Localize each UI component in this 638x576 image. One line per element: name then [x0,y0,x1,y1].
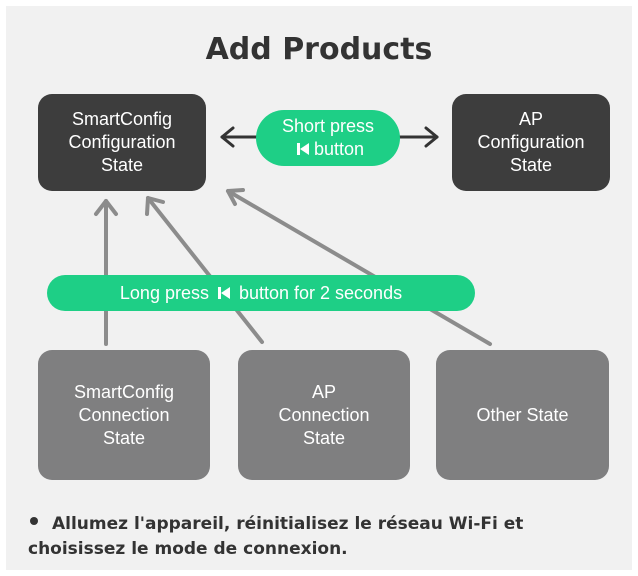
arrow-other-to-config [226,189,492,346]
long-press-text-before: Long press [119,282,209,303]
arrowhead-other [226,188,245,206]
state-label: SmartConfig Connection State [73,381,175,448]
note-text: Allumez l'appareil, réinitialisez le rés… [28,512,588,562]
state-ap-connection: AP Connection State [238,350,410,480]
short-press-line1: Short press [281,116,375,136]
state-label: SmartConfig Configuration State [68,109,176,175]
arrowhead-ap [145,196,165,216]
state-label: AP Configuration State [477,109,585,175]
previous-track-icon [296,143,309,155]
long-press-text-after: button for 2 seconds [238,282,403,303]
previous-track-icon [217,287,230,299]
arrow-ap-to-config [146,196,264,344]
arrowhead-right [424,126,439,148]
arrowhead-left [220,126,235,148]
arrowhead-smartconfig [94,199,118,216]
state-label: Other State [476,404,569,425]
short-press-line2: button [292,138,364,161]
state-smartconfig-configuration: SmartConfig Configuration State [38,94,206,191]
long-press-pill: Long press button for 2 seconds [47,275,475,311]
short-press-button-text: button [313,139,365,159]
short-press-pill: Short press button [256,110,400,166]
note-bullet [30,517,38,525]
state-smartconfig-connection: SmartConfig Connection State [38,350,210,480]
state-other: Other State [436,350,609,480]
state-label: AP Connection State [278,381,370,448]
diagram-title: Add Products [205,32,433,67]
state-ap-configuration: AP Configuration State [452,94,610,191]
note-body: Allumez l'appareil, réinitialisez le rés… [28,514,524,559]
